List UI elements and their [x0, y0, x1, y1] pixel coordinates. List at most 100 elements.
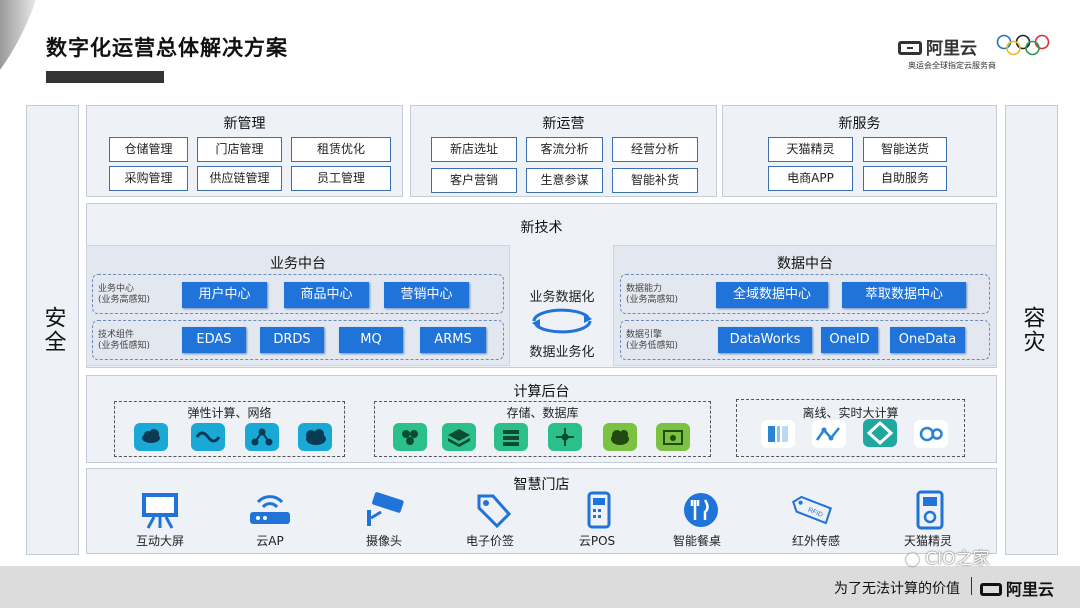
business-middle-platform-title: 业务中台 [270, 256, 326, 272]
pos-label: 云POS [578, 534, 616, 548]
new-tech-title: 新技术 [520, 220, 563, 236]
extract-data-center-button[interactable]: 萃取数据中心 [842, 282, 966, 308]
datahub-icon[interactable] [863, 419, 897, 447]
purchase-management-button[interactable]: 采购管理 [109, 166, 188, 191]
storage-database-label: 存储、数据库 [506, 406, 579, 420]
data-engine-caption: 数据引擎(业务低感知) [626, 330, 679, 351]
aliyun-mark-icon [898, 41, 922, 55]
ecs-icon[interactable] [134, 423, 168, 451]
maxcompute-icon[interactable] [761, 420, 795, 448]
drds-button[interactable]: DRDS [260, 327, 324, 353]
speaker-icon[interactable] [908, 490, 952, 530]
dining-icon[interactable] [679, 490, 723, 530]
rds-icon[interactable] [494, 423, 528, 451]
analytic-icon[interactable] [914, 420, 948, 448]
logo-subtitle: 奥运会全球指定云服务商 [908, 61, 996, 70]
camera-label: 摄像头 [365, 534, 402, 548]
edas-button[interactable]: EDAS [182, 327, 246, 353]
backup-icon[interactable] [656, 423, 690, 451]
security-panel: 安全 [26, 105, 79, 555]
site-selection-button[interactable]: 新店选址 [431, 137, 517, 162]
network-icon[interactable] [191, 423, 225, 451]
self-service-button[interactable]: 自助服务 [863, 166, 947, 191]
tech-component-group [92, 320, 504, 360]
arms-button[interactable]: ARMS [420, 327, 486, 353]
data-capability-group [620, 274, 990, 314]
business-analysis-button[interactable]: 经营分析 [612, 137, 698, 162]
rfid-icon[interactable]: RFID [790, 490, 834, 530]
pos-icon[interactable] [577, 490, 621, 530]
new-management-panel: 新管理 仓储管理 门店管理 租赁优化 采购管理 供应链管理 员工管理 [86, 105, 403, 197]
logo-brand: 阿里云 [926, 39, 977, 59]
warehouse-management-button[interactable]: 仓储管理 [109, 137, 188, 162]
disaster-recovery-panel: 容灾 [1005, 105, 1058, 555]
marketing-center-button[interactable]: 营销中心 [384, 282, 469, 308]
cdn-icon[interactable] [298, 423, 332, 451]
onedata-button[interactable]: OneData [890, 327, 965, 353]
price-tag-label: 电子价签 [465, 534, 514, 548]
stream-icon[interactable] [812, 420, 846, 448]
lease-optimization-button[interactable]: 租赁优化 [291, 137, 391, 162]
price-tag-icon[interactable] [471, 490, 515, 530]
footer: 为了无法计算的价值 阿里云 [0, 566, 1080, 608]
data-middle-platform-title: 数据中台 [777, 256, 833, 272]
router-label: 云AP [256, 534, 284, 548]
table-store-icon[interactable] [548, 423, 582, 451]
hbase-icon[interactable] [603, 423, 637, 451]
oneid-button[interactable]: OneID [821, 327, 878, 353]
wechat-icon: ● [905, 549, 920, 569]
business-advisor-button[interactable]: 生意参谋 [526, 168, 603, 193]
new-operation-title: 新运营 [542, 116, 585, 132]
corner-decoration [0, 0, 52, 100]
user-center-button[interactable]: 用户中心 [182, 282, 267, 308]
store-management-button[interactable]: 门店管理 [197, 137, 282, 162]
smart-replenishment-button[interactable]: 智能补货 [612, 168, 698, 193]
data-businessization-label: 数据业务化 [529, 345, 595, 360]
dining-label: 智能餐桌 [672, 534, 721, 548]
compute-backend-title: 计算后台 [513, 384, 570, 400]
business-datafication-label: 业务数据化 [529, 290, 595, 305]
footer-divider [971, 577, 972, 595]
new-service-panel: 新服务 天猫精灵 智能送货 电商APP 自助服务 [722, 105, 997, 197]
footer-brand: 阿里云 [979, 576, 1054, 600]
speaker-label: 天猫精灵 [903, 534, 952, 548]
product-center-button[interactable]: 商品中心 [284, 282, 369, 308]
staff-management-button[interactable]: 员工管理 [291, 166, 391, 191]
business-center-caption: 业务中心(业务高感知) [98, 284, 151, 305]
business-center-group [92, 274, 504, 314]
router-icon[interactable] [248, 490, 292, 530]
dataworks-button[interactable]: DataWorks [718, 327, 812, 353]
cycle-arrows-icon [532, 308, 592, 334]
olympic-rings-icon [996, 34, 1050, 56]
title-underline [46, 71, 164, 83]
tmall-genie-button[interactable]: 天猫精灵 [768, 137, 853, 162]
elastic-compute-group [114, 401, 345, 457]
page-title: 数字化运营总体解决方案 [46, 36, 288, 60]
smart-delivery-button[interactable]: 智能送货 [863, 137, 947, 162]
slb-icon[interactable] [245, 423, 279, 451]
mq-button[interactable]: MQ [339, 327, 403, 353]
screen-icon[interactable] [138, 490, 182, 530]
ecommerce-app-button[interactable]: 电商APP [768, 166, 853, 191]
customer-marketing-button[interactable]: 客户营销 [431, 168, 517, 193]
data-engine-group [620, 320, 990, 360]
nas-icon[interactable] [442, 423, 476, 451]
new-operation-panel: 新运营 新店选址 客流分析 经营分析 客户营销 生意参谋 智能补货 [410, 105, 717, 197]
screen-label: 互动大屏 [135, 534, 184, 548]
smart-store-panel: 智慧门店 [86, 468, 997, 554]
watermark: ● CIO之家 [905, 549, 990, 569]
global-data-center-button[interactable]: 全域数据中心 [716, 282, 828, 308]
compute-backend-panel: 计算后台 [86, 375, 997, 463]
traffic-analysis-button[interactable]: 客流分析 [526, 137, 603, 162]
big-compute-label: 离线、实时大计算 [802, 406, 899, 420]
supply-chain-management-button[interactable]: 供应链管理 [197, 166, 282, 191]
new-service-title: 新服务 [838, 116, 881, 132]
camera-icon[interactable] [363, 490, 407, 530]
big-compute-group [736, 399, 965, 457]
tech-component-caption: 技术组件(业务低感知) [98, 330, 151, 351]
smart-store-title: 智慧门店 [513, 477, 570, 493]
aliyun-mark-icon [979, 583, 1002, 596]
oss-icon[interactable] [393, 423, 427, 451]
footer-slogan: 为了无法计算的价值 [834, 581, 960, 597]
